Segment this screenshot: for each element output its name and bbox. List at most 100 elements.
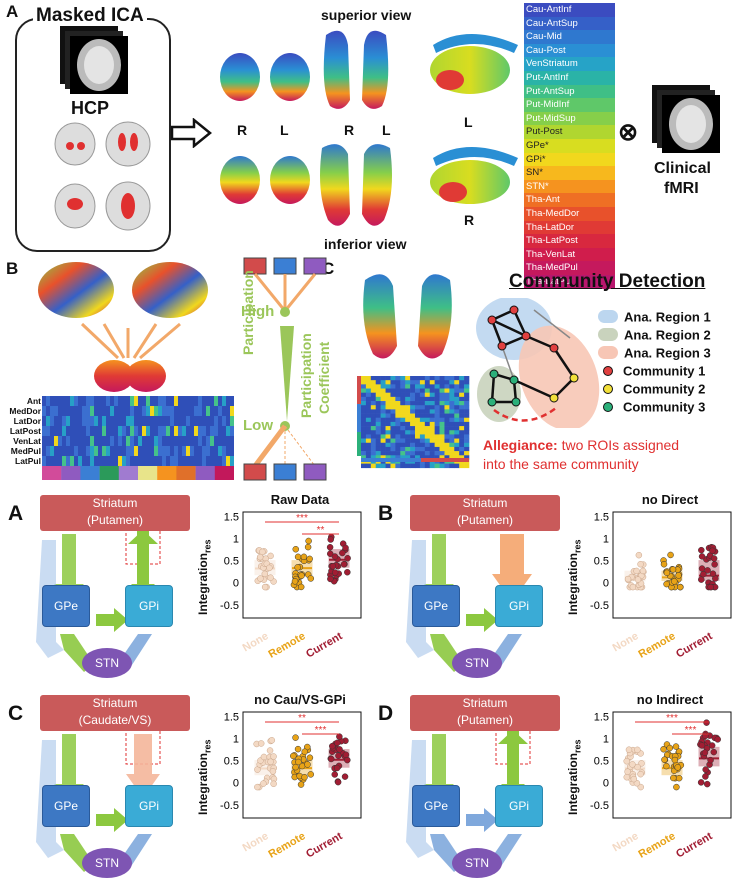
matrix-cell [410, 380, 416, 385]
matrix-cell [415, 430, 421, 435]
matrix-cell [395, 380, 401, 385]
matrix-cell [444, 463, 450, 469]
heat-cell [210, 416, 215, 427]
data-point [307, 575, 315, 582]
matrix-cell [410, 421, 416, 427]
matrix-cell [361, 463, 367, 469]
data-point [703, 719, 710, 726]
brain-slices [54, 121, 151, 231]
heat-cell [86, 426, 91, 437]
matrix-cell [385, 455, 391, 460]
matrix-cell [395, 388, 401, 393]
chart-ylabel: Integrationres [566, 539, 583, 615]
data-point [637, 560, 644, 568]
matrix-cell [365, 392, 372, 398]
matrix-cell [380, 376, 386, 381]
matrix-cell [405, 446, 411, 452]
matrix-cell [424, 463, 431, 469]
matrix-cell [361, 409, 367, 414]
matrix-cell [444, 405, 450, 410]
matrix-cell [464, 401, 470, 406]
matrix-cell [365, 396, 372, 402]
heat-cell [86, 416, 91, 427]
data-point [331, 771, 338, 778]
matrix-cell [454, 451, 460, 456]
heat-cell [110, 426, 115, 437]
matrix-cell [415, 384, 421, 389]
heat-cell [122, 406, 127, 417]
matrix-cell [464, 421, 470, 427]
matrix-cell [375, 409, 381, 414]
data-point [672, 743, 680, 750]
heat-cell [62, 406, 67, 417]
heat-cell [194, 416, 199, 427]
legend-label: Ana. Region 3 [624, 345, 711, 361]
heat-cell [98, 396, 103, 407]
coefficient-vertical: Coefficient [316, 341, 332, 414]
y-tick-label: 1 [233, 734, 239, 746]
data-point [661, 756, 668, 763]
data-point [295, 758, 302, 766]
matrix-cell [444, 376, 450, 381]
data-point [704, 567, 711, 574]
matrix-cell [370, 417, 377, 423]
matrix-cell [385, 384, 391, 389]
matrix-cell [385, 376, 391, 381]
heat-cell [202, 426, 207, 437]
data-point [629, 583, 637, 591]
heat-cell [170, 416, 175, 427]
matrix-cell [449, 426, 455, 431]
heat-cell [210, 436, 215, 447]
heat-cell [166, 426, 171, 437]
matrix-cell [370, 421, 377, 427]
heat-cell [178, 436, 183, 447]
matrix-cell [415, 455, 421, 460]
heat-cell [58, 436, 63, 447]
superior-view-label: superior view [321, 7, 412, 23]
matrix-cell [429, 426, 435, 431]
data-point [710, 748, 718, 756]
matrix-cell [459, 417, 465, 423]
matrix-cell [400, 421, 406, 427]
matrix-cell [405, 426, 411, 431]
data-point [634, 746, 641, 754]
heat-cell [202, 406, 207, 417]
matrix-cell [415, 409, 421, 414]
matrix-cell [464, 417, 470, 423]
matrix-cell [434, 455, 440, 460]
significance-label: *** [296, 513, 308, 524]
matrix-cell [424, 384, 431, 389]
matrix-cell [454, 405, 460, 410]
category-label: Current [304, 830, 345, 860]
matrix-cell [390, 455, 396, 460]
heat-cell [58, 396, 63, 407]
matrix-cell [439, 455, 445, 460]
matrix-cell [365, 451, 372, 456]
y-tick-label: 1 [603, 734, 609, 746]
heat-cell [46, 406, 51, 417]
chart-title: no Indirect [636, 692, 704, 707]
heat-cell [186, 416, 191, 427]
matrix-cell [419, 446, 426, 452]
label-r1: R [237, 122, 248, 138]
heat-cell [106, 416, 111, 427]
heat-cell [54, 456, 59, 467]
matrix-cell [464, 376, 470, 381]
matrix-cell [459, 434, 465, 439]
matrix-cell [400, 438, 406, 444]
data-point [709, 547, 716, 555]
matrix-cell [449, 442, 455, 448]
heat-cell [78, 416, 83, 427]
y-tick-label: 0.5 [224, 756, 239, 768]
matrix-cell [395, 413, 401, 419]
matrix-cell [424, 401, 431, 406]
matrix-cell [429, 388, 435, 393]
data-point [625, 746, 633, 753]
chart-title: Raw Data [270, 492, 330, 507]
heat-cell [214, 436, 219, 447]
matrix-cell [400, 430, 406, 435]
heat-cell [82, 426, 87, 437]
matrix-cell [434, 392, 440, 398]
